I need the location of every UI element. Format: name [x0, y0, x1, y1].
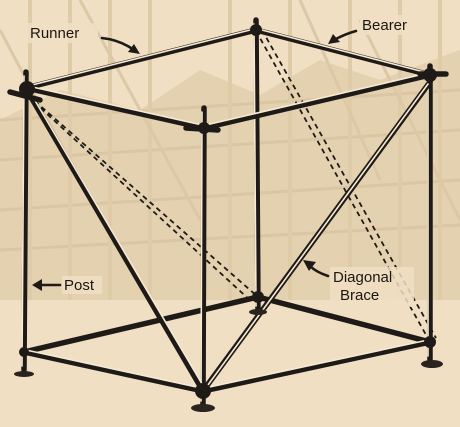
joint-bottom-front [195, 383, 211, 399]
hidden-brace-right-inner [261, 29, 437, 339]
diagonal-braces [25, 79, 433, 394]
top-highlight-1 [27, 28, 255, 87]
post-left-highlight [21, 75, 25, 367]
base-plate-front [191, 404, 215, 412]
post-back-highlight [253, 23, 257, 307]
top-runner-front-right [201, 72, 433, 131]
diagonal-brace-right-highlight [204, 83, 429, 390]
bottom-runner-back-right [255, 294, 433, 345]
top-runner-back [23, 27, 259, 91]
joint-top-front [198, 122, 210, 134]
bottom-runner-front-right [200, 339, 433, 394]
post-front [200, 105, 207, 408]
post-label: Post [64, 277, 95, 294]
top-bearer-back [253, 27, 433, 78]
base-plate-right [421, 360, 443, 368]
joint-clamps [19, 24, 437, 399]
base-plate-left [14, 371, 34, 377]
top-highlight-2 [257, 28, 429, 74]
bottom-runner-back-left [21, 294, 261, 355]
diagram-labels: Runner Bearer Post Diagonal Brace [28, 15, 418, 307]
joint-bottom-right [424, 336, 436, 348]
bearer-arrowhead [328, 34, 340, 44]
joint-top-right [423, 68, 437, 82]
diagonal-brace-front-left [25, 89, 206, 394]
diagonal-brace-label-line2: Brace [340, 287, 379, 304]
top-highlight-4 [205, 72, 429, 126]
joint-bottom-left [19, 347, 29, 357]
diagonal-brace-label-line1: Diagonal [333, 269, 392, 286]
top-bearer-front-left [23, 85, 207, 131]
diagonal-brace-left-highlight [29, 91, 206, 390]
post-front-highlight [200, 111, 203, 402]
base-plate-back [249, 309, 267, 315]
diagonal-arrowhead [303, 260, 316, 271]
hidden-diagonal-braces [27, 29, 437, 343]
post-arrowhead [32, 279, 42, 291]
bottom-frame [21, 294, 433, 394]
bottom-highlight-2 [204, 339, 429, 389]
joint-bottom-back [252, 291, 264, 303]
post-left [21, 69, 29, 373]
runner-arrowhead [128, 44, 140, 54]
runner-label: Runner [30, 25, 79, 42]
posts [21, 17, 433, 408]
post-back [253, 17, 261, 313]
joint-top-left [19, 81, 35, 97]
label-arrows [32, 29, 358, 291]
joint-top-back [250, 24, 262, 36]
bottom-runner-front-left [21, 349, 206, 394]
hidden-brace-left-inner [33, 101, 253, 303]
base-plates [14, 309, 443, 412]
bottom-highlight-1 [25, 349, 202, 389]
bearer-label: Bearer [362, 17, 407, 34]
hidden-brace-left [27, 94, 259, 298]
top-highlight-3 [27, 85, 203, 126]
